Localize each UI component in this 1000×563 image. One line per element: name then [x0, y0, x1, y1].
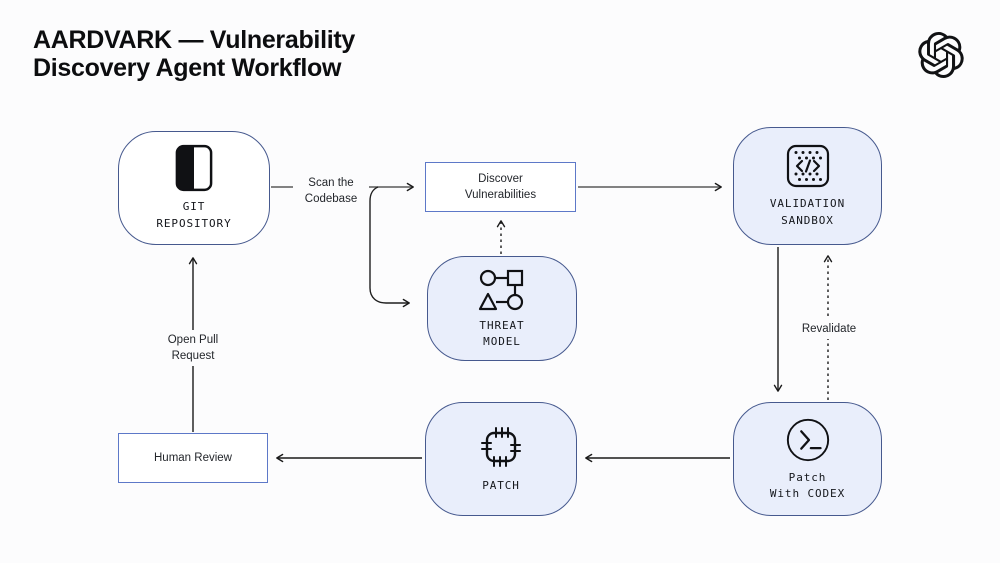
node-label-validation-sandbox: VALIDATION SANDBOX [769, 197, 846, 227]
git-repository-icon [175, 144, 213, 192]
sandbox-code-icon [785, 143, 831, 189]
threat-model-icon [475, 267, 529, 313]
node-human-review: Human Review [118, 433, 268, 483]
patch-stitch-icon [477, 423, 525, 471]
node-validation-sandbox: VALIDATION SANDBOX [733, 127, 882, 245]
node-label-human-review: Human Review [154, 451, 232, 464]
node-git-repository: GIT REPOSITORY [118, 131, 270, 245]
node-patch: PATCH [425, 402, 577, 516]
edge-label-scan-the-codebase: Scan the Codebase [293, 173, 369, 210]
node-patch-with-codex: Patch With CODEX [733, 402, 882, 516]
openai-logo-icon [918, 32, 964, 78]
node-label-threat-model: THREAT MODEL [479, 318, 525, 349]
terminal-prompt-icon [784, 416, 832, 464]
edge-label-open-pull-request: Open Pull Request [150, 330, 236, 367]
node-label-git-repository: GIT REPOSITORY [156, 200, 232, 230]
node-threat-model: THREAT MODEL [427, 256, 577, 361]
edge-label-revalidate: Revalidate [791, 319, 867, 340]
node-label-patch-with-codex: Patch With CODEX [769, 470, 846, 501]
node-label-patch: PATCH [482, 479, 520, 493]
page-title: AARDVARK — Vulnerability Discovery Agent… [33, 26, 355, 83]
edge-git-to-threat-model [369, 186, 410, 308]
node-discover-vulnerabilities: Discover Vulnerabilities [425, 162, 576, 212]
node-label-discover-vulnerabilities: Discover Vulnerabilities [464, 172, 537, 201]
